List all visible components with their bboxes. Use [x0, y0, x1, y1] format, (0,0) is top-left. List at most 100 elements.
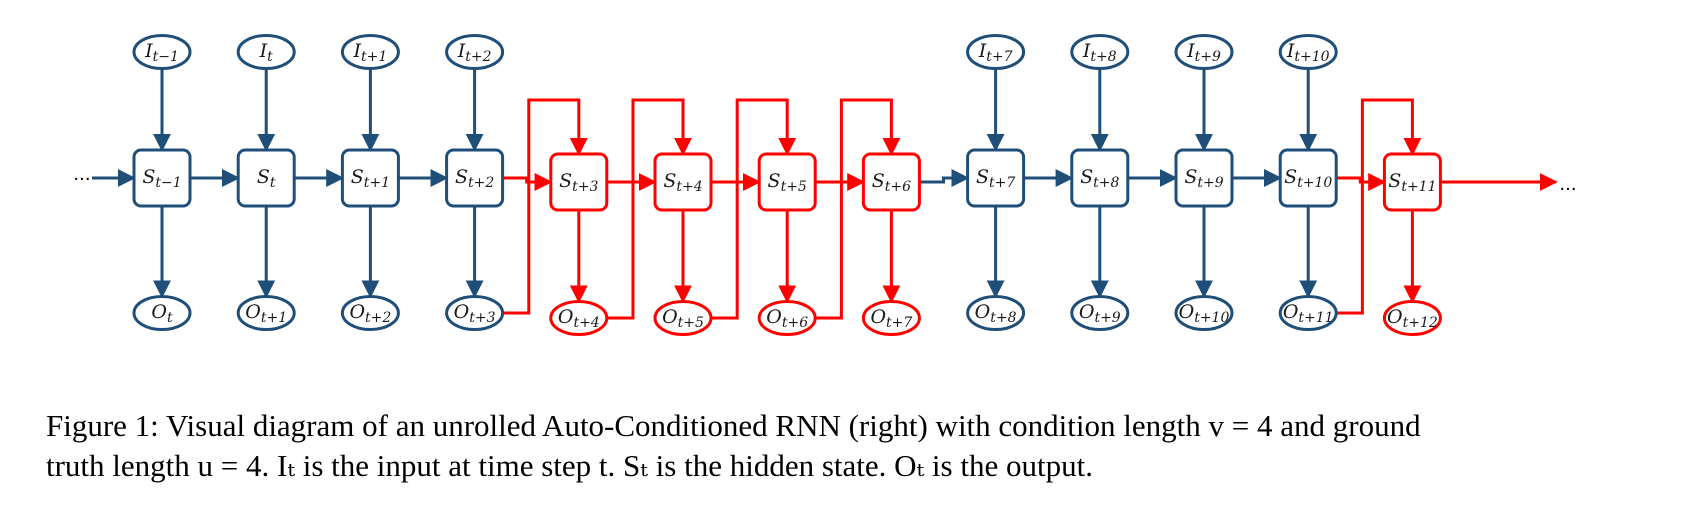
- state-label-4: St+3: [559, 170, 598, 195]
- state-label-3-subscript: t+2: [468, 175, 494, 191]
- output-node-6: [757, 300, 817, 336]
- output-node-7: [861, 300, 921, 336]
- arrow-output-feedback-3: [502, 98, 588, 315]
- caption-line-2: truth length u = 4. Iₜ is the input at t…: [46, 448, 1093, 483]
- output-label-3-base: O: [454, 301, 470, 323]
- state-label-10-base: S: [1184, 166, 1197, 188]
- arrow-state-to-state-3: [502, 173, 553, 191]
- output-label-6-base: O: [766, 306, 782, 328]
- output-node-12: [1382, 300, 1442, 336]
- input-label-2: It+1: [353, 40, 388, 65]
- state-label-0: St−1: [142, 166, 181, 191]
- acrnn-diagram: It−1St−1OtItStOt+1It+1St+1Ot+2It+2St+2Ot…: [73, 34, 1577, 336]
- state-label-11: St+10: [1284, 166, 1332, 191]
- state-label-12-subscript: t+11: [1401, 179, 1436, 195]
- output-label-0-subscript: t: [167, 310, 173, 326]
- output-label-12-subscript: t+12: [1403, 315, 1438, 331]
- input-label-1-base: I: [259, 40, 268, 62]
- output-label-12-base: O: [1387, 306, 1403, 328]
- output-node-11: [1278, 295, 1338, 331]
- input-label-9: It+8: [1082, 40, 1117, 65]
- state-label-7-base: S: [872, 170, 885, 192]
- state-label-7-subscript: t+6: [885, 179, 911, 195]
- output-label-1-base: O: [245, 301, 261, 323]
- state-label-1: St: [257, 166, 276, 191]
- output-label-0: Ot: [151, 301, 173, 326]
- state-label-3-base: S: [455, 166, 468, 188]
- output-node-10: [1174, 295, 1234, 331]
- input-node-8: [966, 34, 1026, 70]
- input-label-10-subscript: t+9: [1195, 49, 1221, 65]
- state-label-8: St+7: [976, 166, 1015, 191]
- input-label-0-base: I: [144, 40, 153, 62]
- state-label-1-base: S: [257, 166, 270, 188]
- output-label-9: Ot+9: [1079, 301, 1121, 326]
- state-label-8-subscript: t+7: [989, 175, 1015, 191]
- output-node-4: [549, 300, 609, 336]
- state-label-2: St+1: [351, 166, 390, 191]
- connection-arrows: [92, 68, 1558, 320]
- input-label-1-subscript: t: [267, 49, 273, 65]
- output-node-9: [1070, 295, 1130, 331]
- output-node-3: [445, 295, 505, 331]
- input-label-11: It+10: [1286, 40, 1330, 65]
- state-node-11: [1278, 148, 1338, 208]
- state-node-4: [549, 152, 609, 212]
- output-label-2-base: O: [349, 301, 365, 323]
- state-label-1-subscript: t: [270, 175, 276, 191]
- output-label-9-base: O: [1079, 301, 1095, 323]
- output-label-3-subscript: t+3: [469, 310, 495, 326]
- output-label-5-subscript: t+5: [678, 315, 704, 331]
- state-node-12: [1382, 152, 1442, 212]
- figure-caption: Figure 1: Visual diagram of an unrolled …: [46, 406, 1666, 486]
- output-label-2-subscript: t+2: [365, 310, 391, 326]
- left-ellipsis: ...: [73, 164, 90, 185]
- state-node-8: [966, 148, 1026, 208]
- output-node-1: [236, 295, 296, 331]
- input-label-11-subscript: t+10: [1294, 49, 1329, 65]
- output-label-10: Ot+10: [1179, 301, 1230, 326]
- arrow-output-feedback-11: [1336, 98, 1422, 315]
- output-label-4-base: O: [558, 306, 574, 328]
- output-label-6: Ot+6: [766, 306, 808, 331]
- output-label-11-subscript: t+11: [1298, 310, 1333, 326]
- state-node-9: [1070, 148, 1130, 208]
- input-label-1: It: [259, 40, 274, 65]
- arrow-output-feedback-6: [815, 98, 901, 320]
- state-label-12: St+11: [1388, 170, 1436, 195]
- output-label-0-base: O: [151, 301, 167, 323]
- output-label-5-base: O: [662, 306, 678, 328]
- input-label-9-base: I: [1082, 40, 1091, 62]
- state-node-1: [236, 148, 296, 208]
- arrow-state-to-state-11: [1336, 173, 1387, 191]
- state-label-9-subscript: t+8: [1093, 175, 1119, 191]
- output-label-8-subscript: t+8: [990, 310, 1016, 326]
- state-label-5-base: S: [663, 170, 676, 192]
- input-node-1: [236, 34, 296, 70]
- input-label-0-subscript: t−1: [153, 49, 179, 65]
- output-node-2: [340, 295, 400, 331]
- state-label-0-subscript: t−1: [155, 175, 181, 191]
- output-node-0: [132, 295, 192, 331]
- output-label-5: Ot+5: [662, 306, 704, 331]
- output-label-4: Ot+4: [558, 306, 600, 331]
- input-node-0: [132, 34, 192, 70]
- state-node-5: [653, 152, 713, 212]
- arrow-output-feedback-5: [711, 98, 797, 320]
- input-label-8: It+7: [978, 40, 1013, 65]
- input-label-10-base: I: [1186, 40, 1195, 62]
- state-node-2: [340, 148, 400, 208]
- output-label-12: Ot+12: [1387, 306, 1438, 331]
- output-label-4-subscript: t+4: [573, 315, 599, 331]
- state-node-7: [861, 152, 921, 212]
- output-node-5: [653, 300, 713, 336]
- output-label-1: Ot+1: [245, 301, 287, 326]
- arrow-state-to-state-7: [919, 169, 970, 187]
- state-node-3: [445, 148, 505, 208]
- input-label-2-subscript: t+1: [361, 49, 387, 65]
- state-label-10: St+9: [1184, 166, 1223, 191]
- input-node-3: [445, 34, 505, 70]
- caption-line-1: Figure 1: Visual diagram of an unrolled …: [46, 408, 1421, 443]
- output-label-10-base: O: [1179, 301, 1195, 323]
- input-node-10: [1174, 34, 1234, 70]
